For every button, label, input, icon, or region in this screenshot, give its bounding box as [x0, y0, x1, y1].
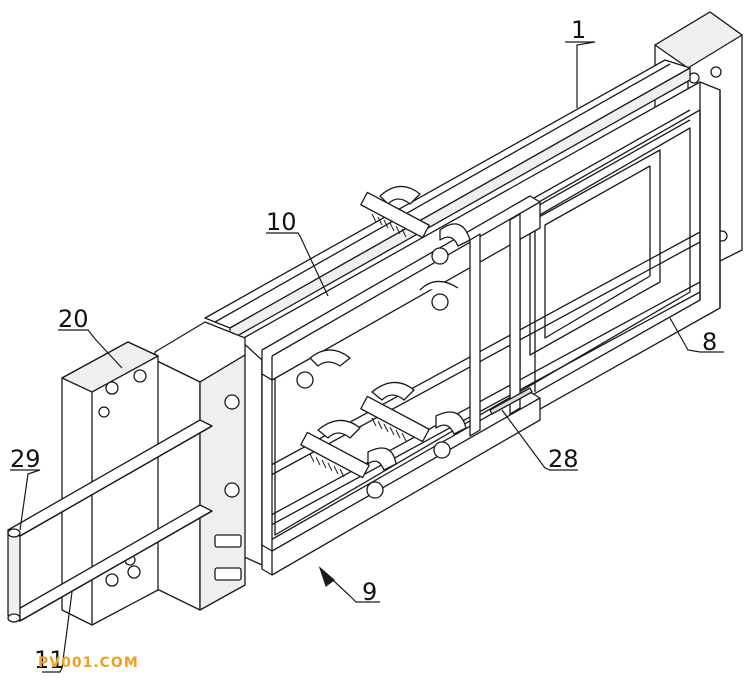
- left-mounting-block: [155, 322, 245, 610]
- callout-10: 10: [266, 208, 297, 236]
- callout-1: 1: [571, 16, 586, 44]
- slot-28: [490, 388, 532, 414]
- guide-rods-11: [8, 420, 212, 621]
- clamp-upper-right: [361, 186, 470, 310]
- callout-labels: 1 10 20 29 8 28 9 11: [10, 16, 717, 674]
- carriage-posts: [262, 214, 520, 551]
- callout-8: 8: [702, 328, 717, 356]
- callout-29: 29: [10, 445, 41, 473]
- clamp-lower-right: [361, 382, 466, 458]
- clamp-lower-left: [301, 420, 396, 498]
- callout-11: 11: [34, 646, 65, 674]
- leader-lines: [10, 42, 724, 672]
- handle-bar-29: [8, 529, 20, 622]
- clamp-upper-left: [297, 350, 350, 388]
- watermark: PV001.COM: [38, 655, 139, 671]
- callout-28: 28: [548, 445, 579, 473]
- callout-20: 20: [58, 305, 89, 333]
- callout-9: 9: [362, 578, 377, 606]
